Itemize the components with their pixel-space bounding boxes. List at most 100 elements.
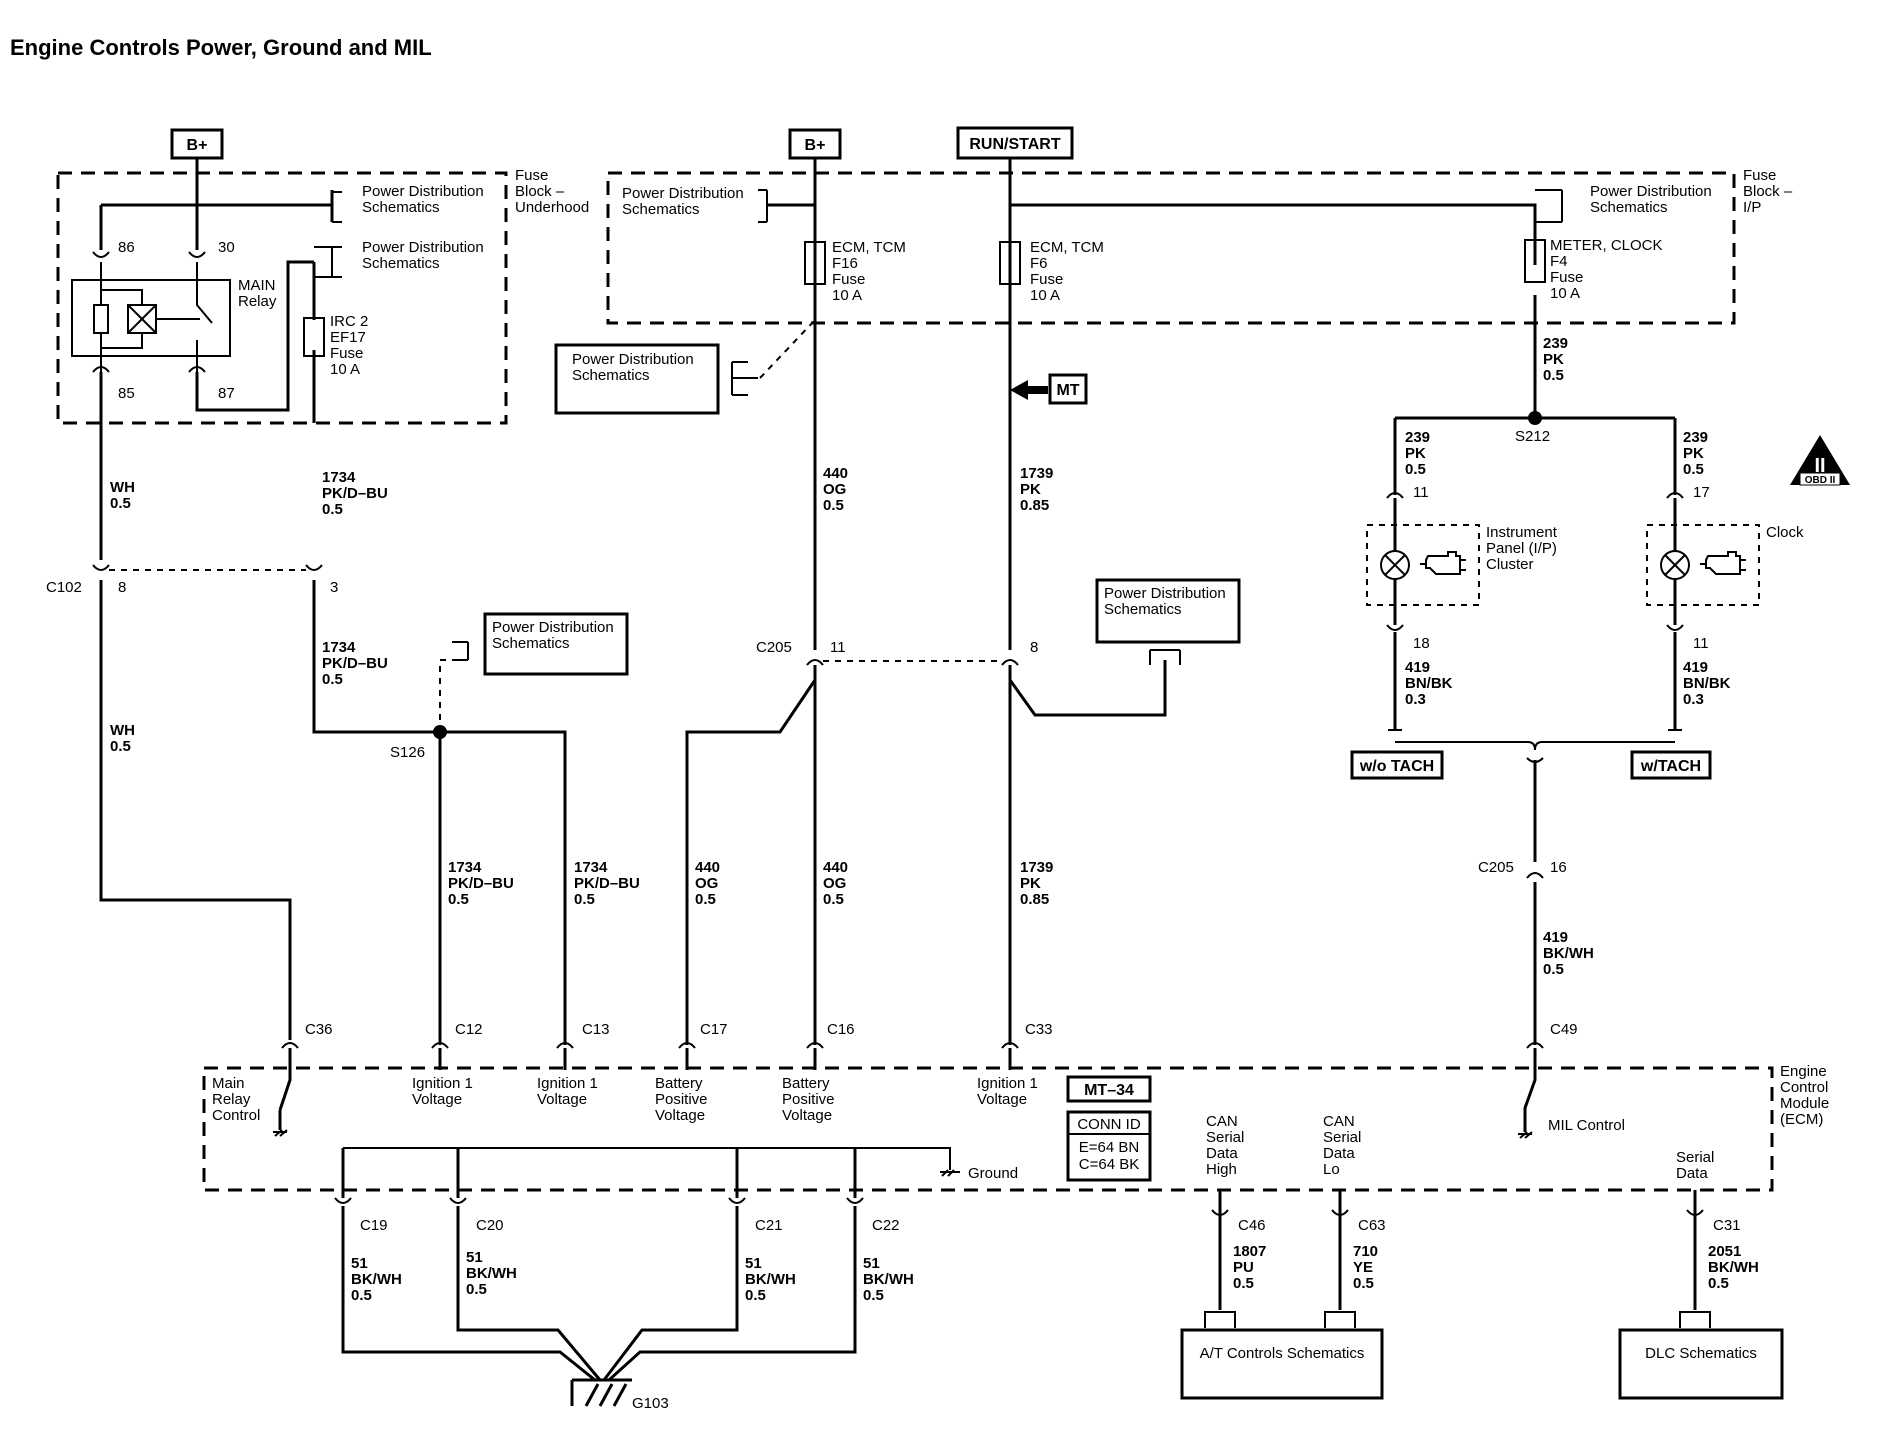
svg-text:Power Distribution: Power Distribution	[362, 183, 484, 200]
svg-text:High: High	[1206, 1161, 1237, 1178]
svg-text:1734: 1734	[574, 859, 608, 876]
svg-text:Power Distribution: Power Distribution	[362, 239, 484, 256]
svg-text:OG: OG	[823, 875, 846, 892]
svg-text:Voltage: Voltage	[977, 1091, 1027, 1108]
svg-text:0.5: 0.5	[1683, 461, 1704, 478]
svg-text:0.5: 0.5	[110, 738, 131, 755]
power-distribution-ref-1: Power Distribution Schematics	[362, 183, 484, 216]
svg-text:51: 51	[351, 1255, 368, 1272]
mt34-tag: MT–34	[1066, 1075, 1152, 1103]
instrument-cluster-label: Instrument Panel (I/P) Cluster	[1486, 524, 1558, 573]
svg-text:Relay: Relay	[238, 293, 277, 310]
svg-text:Relay: Relay	[212, 1091, 251, 1108]
wire-440-label-1: 440 OG 0.5	[823, 465, 848, 514]
obd-ii-icon: II OBD II	[1790, 435, 1850, 486]
svg-text:BN/BK: BN/BK	[1683, 675, 1731, 692]
svg-text:2051: 2051	[1708, 1243, 1741, 1260]
svg-text:10 A: 10 A	[1030, 287, 1060, 304]
svg-text:Control: Control	[1780, 1079, 1828, 1096]
ecm-label: Engine Control Module (ECM)	[1780, 1063, 1829, 1128]
svg-text:PK/D–BU: PK/D–BU	[574, 875, 640, 892]
svg-text:Ignition 1: Ignition 1	[977, 1075, 1038, 1092]
svg-text:Fuse: Fuse	[1030, 271, 1063, 288]
cluster-pin-18: 18	[1413, 635, 1430, 652]
mt-arrow-icon	[1010, 380, 1048, 400]
svg-text:PK: PK	[1543, 351, 1564, 368]
svg-text:Module: Module	[1780, 1095, 1829, 1112]
svg-text:Positive: Positive	[782, 1091, 835, 1108]
connector-c205-pin-16: 16	[1550, 859, 1567, 876]
svg-text:PU: PU	[1233, 1259, 1254, 1276]
svg-text:w/TACH: w/TACH	[1640, 758, 1701, 775]
svg-text:51: 51	[466, 1249, 483, 1266]
svg-text:PK: PK	[1020, 875, 1041, 892]
svg-text:E=64 BN: E=64 BN	[1079, 1139, 1139, 1156]
svg-text:0.5: 0.5	[1233, 1275, 1254, 1292]
svg-text:1739: 1739	[1020, 465, 1053, 482]
svg-text:440: 440	[823, 859, 848, 876]
svg-text:Voltage: Voltage	[655, 1107, 705, 1124]
svg-text:239: 239	[1543, 335, 1568, 352]
ecm-pin-main-relay-control: Main Relay Control	[212, 1075, 260, 1124]
svg-text:Underhood: Underhood	[515, 199, 589, 216]
wire-wh-label-2: WH 0.5	[110, 722, 135, 755]
svg-text:MAIN: MAIN	[238, 277, 276, 294]
connector-c102: C102	[46, 579, 82, 596]
at-controls-schematics-ref	[1180, 1328, 1384, 1400]
svg-text:PK/D–BU: PK/D–BU	[448, 875, 514, 892]
svg-text:Main: Main	[212, 1075, 245, 1092]
svg-text:YE: YE	[1353, 1259, 1373, 1276]
svg-text:RUN/START: RUN/START	[969, 136, 1060, 153]
svg-text:0.5: 0.5	[823, 497, 844, 514]
wire-51-label-1: 51 BK/WH 0.5	[351, 1255, 402, 1304]
pin-c16: C16	[827, 1021, 855, 1038]
svg-text:0.5: 0.5	[823, 891, 844, 908]
svg-text:Fuse: Fuse	[832, 271, 865, 288]
svg-text:Schematics: Schematics	[1590, 199, 1668, 216]
ecm-pin-ignition1-c12: Ignition 1 Voltage	[412, 1075, 473, 1108]
connector-c102-pin-3: 3	[330, 579, 338, 596]
svg-text:Serial: Serial	[1676, 1149, 1714, 1166]
svg-text:Power Distribution: Power Distribution	[622, 185, 744, 202]
svg-text:Schematics: Schematics	[1104, 601, 1182, 618]
svg-text:WH: WH	[110, 722, 135, 739]
ecm-pin-battery-c17: Battery Positive Voltage	[655, 1075, 708, 1124]
pin-c12: C12	[455, 1021, 483, 1038]
pin-c13: C13	[582, 1021, 610, 1038]
svg-text:0.5: 0.5	[574, 891, 595, 908]
wire-440-label-2: 440 OG 0.5	[695, 859, 720, 908]
wire-239-label-right: 239 PK 0.5	[1683, 429, 1708, 478]
svg-text:440: 440	[695, 859, 720, 876]
pin-c33: C33	[1025, 1021, 1053, 1038]
fuse-block-ip-outline	[606, 171, 1736, 325]
svg-text:OBD II: OBD II	[1805, 475, 1836, 486]
svg-text:0.5: 0.5	[695, 891, 716, 908]
svg-text:Fuse: Fuse	[1550, 269, 1583, 286]
svg-text:0.85: 0.85	[1020, 497, 1049, 514]
svg-text:A/T Controls Schematics: A/T Controls Schematics	[1200, 1345, 1365, 1362]
relay-pin-30: 30	[218, 239, 235, 256]
svg-text:F4: F4	[1550, 253, 1568, 270]
svg-text:0.5: 0.5	[1405, 461, 1426, 478]
svg-text:Power Distribution: Power Distribution	[492, 619, 614, 636]
wire-51-label-4: 51 BK/WH 0.5	[863, 1255, 914, 1304]
fuse-f6	[999, 241, 1021, 285]
power-distribution-ref-2: Power Distribution Schematics	[362, 239, 484, 272]
svg-text:PK/D–BU: PK/D–BU	[322, 655, 388, 672]
svg-text:0.5: 0.5	[322, 501, 343, 518]
svg-text:0.5: 0.5	[448, 891, 469, 908]
w-tach-tag: w/TACH	[1630, 750, 1712, 780]
relay-pin-85: 85	[118, 385, 135, 402]
svg-text:ECM, TCM: ECM, TCM	[832, 239, 906, 256]
pin-c22: C22	[872, 1217, 900, 1234]
ecm-pin-serial-data: Serial Data	[1676, 1149, 1714, 1182]
svg-text:(ECM): (ECM)	[1780, 1111, 1823, 1128]
fuse-block-underhood-outline	[56, 171, 508, 425]
svg-text:10 A: 10 A	[832, 287, 862, 304]
power-distribution-ref-6	[554, 343, 720, 415]
svg-text:1734: 1734	[322, 469, 356, 486]
svg-text:440: 440	[823, 465, 848, 482]
ecm-pin-ignition1-c33: Ignition 1 Voltage	[977, 1075, 1038, 1108]
svg-text:PK: PK	[1020, 481, 1041, 498]
